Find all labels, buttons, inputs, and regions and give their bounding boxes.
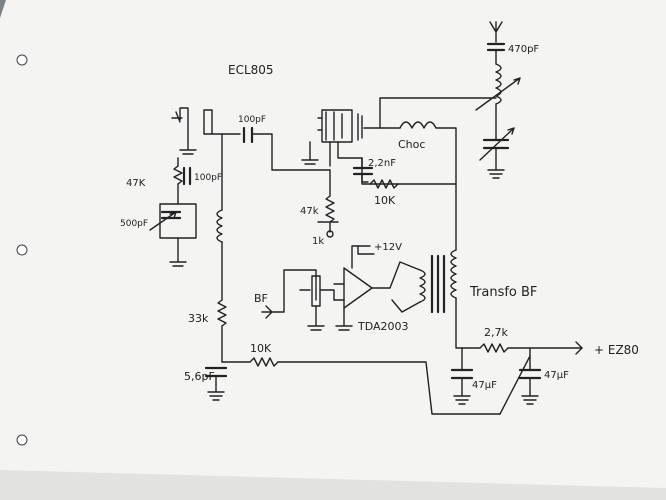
supply-ez80-label: + EZ80 (594, 343, 639, 357)
resistor-1k-label: 1k (312, 236, 324, 247)
resistor-10k-bottom-label: 10K (250, 342, 272, 355)
tank-cap-label: 500pF (120, 219, 148, 229)
antenna-cap-label: 470pF (508, 44, 539, 55)
grid-cap2-label: 100pF (194, 173, 222, 183)
cathode-resistor-label: 47k (300, 206, 319, 217)
paper-shadow (0, 470, 666, 500)
cap-56pf-label: 5,6pF (184, 370, 215, 383)
bf-input-label: BF (254, 292, 268, 305)
punch-hole (16, 54, 28, 66)
grid-resistor-label: 47K (126, 178, 146, 189)
choke-label: Choc (398, 138, 425, 151)
resistor-27k-label: 2,7k (484, 326, 508, 339)
resistor-33k-label: 33k (188, 312, 209, 325)
cap-22nf-label: 2,2nF (368, 158, 396, 169)
amp-chip-label: TDA2003 (357, 320, 409, 333)
supply-12v-label: +12V (374, 242, 402, 253)
punch-hole (16, 434, 28, 446)
cap-47uf-right-label: 47µF (544, 370, 569, 381)
cap-47uf-left-label: 47µF (472, 380, 497, 391)
transformer-label: Transfo BF (469, 285, 537, 300)
resistor-10k-top-label: 10K (374, 194, 396, 207)
grid-cap-label: 100pF (238, 115, 266, 125)
tube-label: ECL805 (228, 63, 274, 77)
wiring (149, 21, 583, 415)
punch-hole (16, 244, 28, 256)
